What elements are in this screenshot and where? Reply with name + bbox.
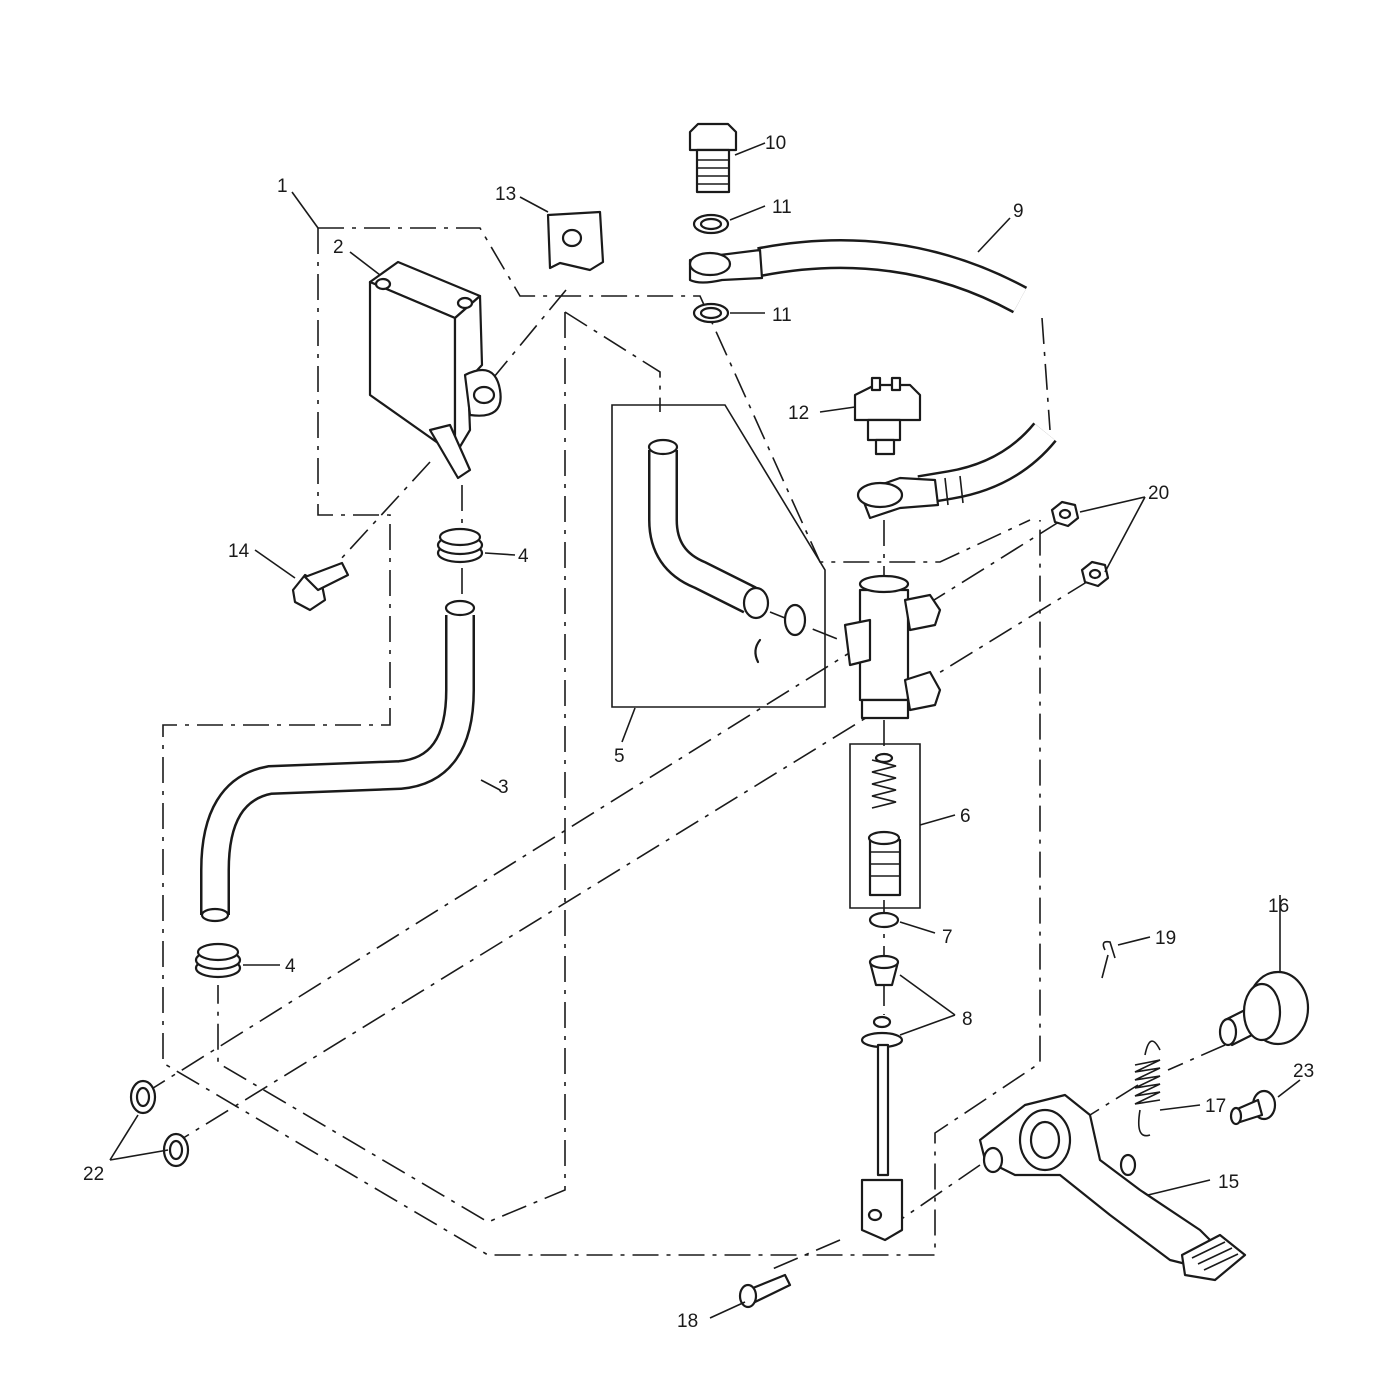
retainer bbox=[860, 1015, 904, 1049]
cotter-pin bbox=[1101, 940, 1116, 979]
callout-9: 9 bbox=[1013, 201, 1024, 222]
callout-6: 6 bbox=[960, 806, 971, 827]
callout-8: 8 bbox=[962, 1009, 973, 1030]
push-rod bbox=[860, 1043, 904, 1242]
sealing-washer-lower bbox=[692, 302, 730, 324]
callout-4-lower: 4 bbox=[285, 956, 296, 977]
piston-spring bbox=[871, 752, 897, 809]
o-ring bbox=[868, 911, 900, 929]
callout-3: 3 bbox=[498, 777, 509, 798]
callout-13: 13 bbox=[495, 184, 516, 205]
washer-upper bbox=[129, 1079, 157, 1115]
hose-clamp-upper bbox=[436, 527, 484, 564]
dust-boot bbox=[868, 954, 900, 987]
callout-2: 2 bbox=[333, 237, 344, 258]
master-cylinder bbox=[843, 574, 942, 720]
banjo-bolt bbox=[688, 122, 738, 194]
stud-bolt bbox=[1229, 1089, 1277, 1126]
callout-14: 14 bbox=[228, 541, 250, 562]
brake-pedal bbox=[978, 1093, 1247, 1282]
pivot-bolt bbox=[1218, 970, 1310, 1047]
callout-12: 12 bbox=[788, 403, 809, 424]
piston bbox=[867, 830, 902, 897]
clip bbox=[546, 210, 605, 272]
callout-18: 18 bbox=[677, 1311, 698, 1332]
callout-23: 23 bbox=[1293, 1061, 1314, 1082]
callout-1: 1 bbox=[277, 176, 288, 197]
return-spring bbox=[1134, 1040, 1161, 1137]
clevis-pin bbox=[738, 1273, 792, 1309]
hose-clamp-lower bbox=[194, 942, 242, 979]
leader-lines bbox=[109, 142, 1301, 1319]
callout-11-lower: 11 bbox=[772, 305, 792, 326]
brake-hose bbox=[688, 239, 1057, 520]
callout-20: 20 bbox=[1148, 483, 1169, 504]
callout-5: 5 bbox=[614, 746, 625, 767]
callout-4-upper: 4 bbox=[518, 546, 529, 567]
callout-labels: 1 2 3 4 4 5 6 7 8 9 10 11 11 12 13 14 15… bbox=[83, 133, 1314, 1332]
nut-lower bbox=[1080, 560, 1110, 588]
callout-17: 17 bbox=[1205, 1096, 1226, 1117]
callout-10: 10 bbox=[765, 133, 786, 154]
callout-15: 15 bbox=[1218, 1172, 1239, 1193]
sealing-washer-upper bbox=[692, 213, 730, 235]
reservoir-hose bbox=[200, 599, 476, 923]
callout-16: 16 bbox=[1268, 896, 1289, 917]
callout-11-upper: 11 bbox=[772, 197, 792, 218]
nut-upper bbox=[1050, 500, 1080, 528]
callout-7: 7 bbox=[942, 927, 953, 948]
reservoir bbox=[368, 260, 502, 480]
elbow-hose bbox=[647, 438, 807, 664]
brake-light-switch bbox=[853, 376, 922, 456]
callout-22: 22 bbox=[83, 1164, 104, 1185]
bolt bbox=[291, 561, 350, 612]
washer-lower bbox=[162, 1132, 190, 1168]
callout-19: 19 bbox=[1155, 928, 1176, 949]
